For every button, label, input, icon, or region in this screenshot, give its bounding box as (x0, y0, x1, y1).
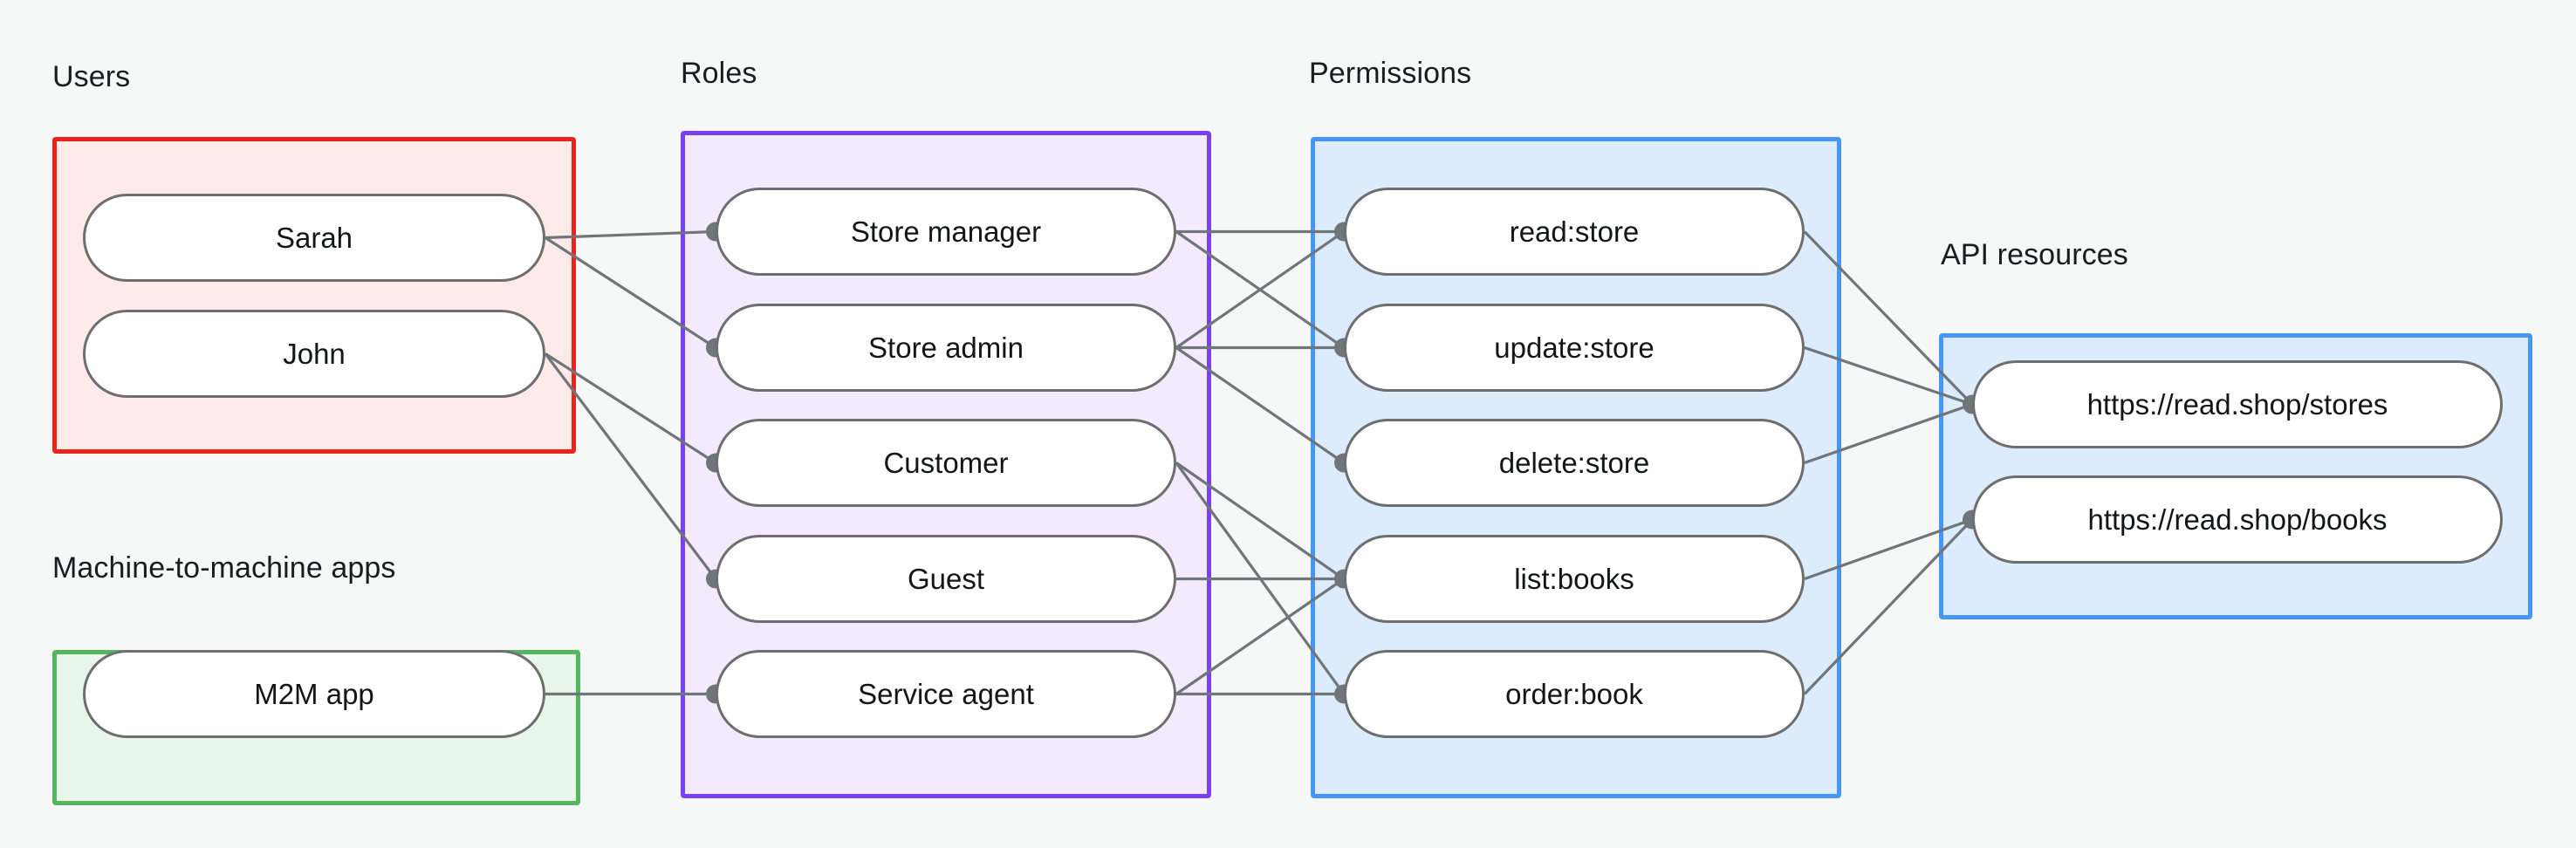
group-caption-roles: Roles (681, 57, 757, 90)
node-label: Store manager (850, 215, 1042, 248)
node-readstore[interactable]: read:store (1344, 188, 1805, 276)
node-orderbook[interactable]: order:book (1344, 650, 1805, 738)
node-label: read:store (1509, 215, 1640, 248)
node-booksurl[interactable]: https://read.shop/books (1972, 475, 2503, 564)
node-label: Customer (883, 446, 1009, 479)
node-label: https://read.shop/books (2087, 503, 2388, 536)
node-label: list:books (1514, 562, 1634, 595)
node-storemanager[interactable]: Store manager (716, 188, 1176, 276)
node-john[interactable]: John (83, 310, 545, 398)
node-label: Sarah (275, 221, 353, 254)
node-label: https://read.shop/stores (2086, 387, 2388, 421)
node-listbooks[interactable]: list:books (1344, 535, 1805, 623)
node-label: Service agent (858, 677, 1034, 710)
node-label: Store admin (868, 331, 1024, 364)
node-label: M2M app (254, 677, 374, 710)
node-deletestore[interactable]: delete:store (1344, 419, 1805, 507)
node-serviceagent[interactable]: Service agent (716, 650, 1176, 738)
group-caption-permissions: Permissions (1309, 57, 1472, 90)
node-sarah[interactable]: Sarah (83, 194, 545, 282)
node-customer[interactable]: Customer (716, 419, 1176, 507)
group-caption-users: Users (52, 60, 131, 93)
node-label: Guest (907, 562, 985, 595)
node-m2mapp[interactable]: M2M app (83, 650, 545, 738)
node-guest[interactable]: Guest (716, 535, 1176, 623)
node-label: update:store (1494, 331, 1655, 364)
node-storesurl[interactable]: https://read.shop/stores (1972, 360, 2503, 448)
group-caption-m2m: Machine-to-machine apps (52, 551, 396, 585)
node-storeadmin[interactable]: Store admin (716, 304, 1176, 392)
node-label: order:book (1505, 677, 1643, 710)
node-label: John (283, 337, 346, 370)
group-caption-apiresources: API resources (1941, 238, 2128, 271)
node-updatestore[interactable]: update:store (1344, 304, 1805, 392)
node-label: delete:store (1498, 446, 1650, 479)
group-frame-users (52, 137, 576, 454)
